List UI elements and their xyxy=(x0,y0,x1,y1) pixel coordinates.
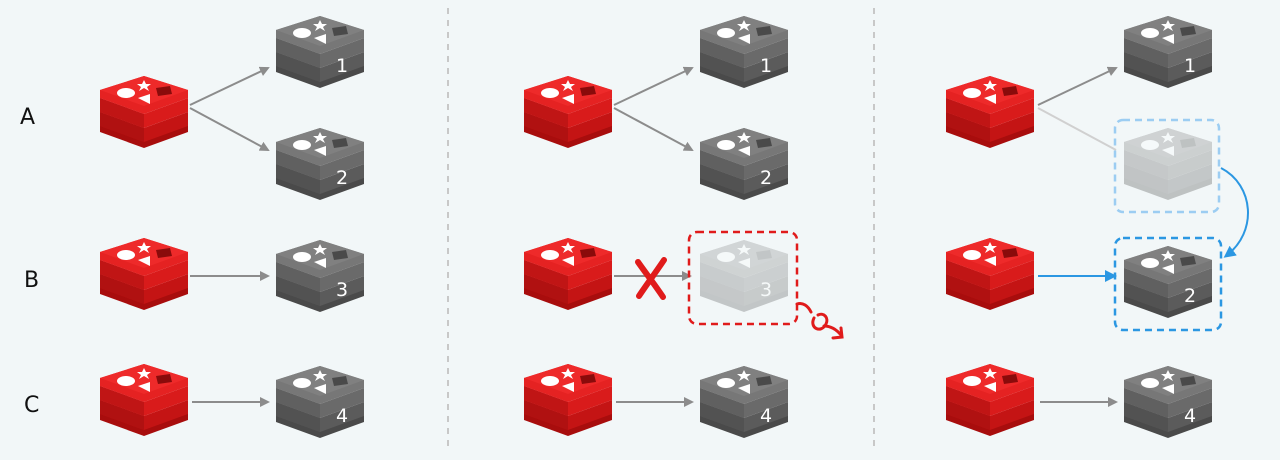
row-label-a: A xyxy=(20,105,35,130)
panel-normal: 1 2 3 4 xyxy=(100,16,364,438)
replica-number: 2 xyxy=(336,167,348,189)
panel-failure: 1 2 3 4 xyxy=(524,16,844,438)
red-down-arrow-icon xyxy=(795,302,844,340)
master-node xyxy=(100,364,188,436)
replica-number: 1 xyxy=(760,55,772,77)
replica-number: 4 xyxy=(336,405,348,427)
replication-arrow xyxy=(189,66,270,106)
replication-arrow xyxy=(1037,66,1118,106)
red-cross-icon xyxy=(635,257,667,300)
replica-number: 1 xyxy=(1184,55,1196,77)
master-node xyxy=(100,238,188,310)
master-node xyxy=(946,364,1034,436)
replica-number: 2 xyxy=(760,167,772,189)
replica-node: 3 xyxy=(276,240,364,312)
replica-number: 4 xyxy=(760,405,772,427)
replication-arrow xyxy=(189,107,270,151)
master-node xyxy=(946,76,1034,148)
replica-number: 1 xyxy=(336,55,348,77)
replica-node: 4 xyxy=(700,366,788,438)
replica-node: 2 xyxy=(276,128,364,200)
master-node xyxy=(524,238,612,310)
replication-arrow xyxy=(613,107,694,151)
migration-arrow xyxy=(1220,167,1249,258)
replica-node: 4 xyxy=(1124,366,1212,438)
replica-node: 1 xyxy=(276,16,364,88)
replica-node: 1 xyxy=(700,16,788,88)
replica-node: 1 xyxy=(1124,16,1212,88)
moving-node-highlight xyxy=(1113,118,1221,214)
master-node xyxy=(524,76,612,148)
replication-arrow xyxy=(613,66,694,106)
replica-number: 2 xyxy=(1184,285,1196,307)
replica-number: 4 xyxy=(1184,405,1196,427)
panel-failover: 1 2 4 xyxy=(946,16,1249,438)
replica-number: 3 xyxy=(336,279,348,301)
replica-node: 2 xyxy=(1124,246,1212,318)
replica-node-moving xyxy=(1124,128,1212,200)
replica-number: 3 xyxy=(760,279,772,301)
replica-node: 2 xyxy=(700,128,788,200)
replica-node-failed: 3 xyxy=(700,240,788,312)
replica-node: 4 xyxy=(276,366,364,438)
row-label-c: C xyxy=(24,393,39,418)
master-node xyxy=(946,238,1034,310)
replication-arrow-faded xyxy=(1037,107,1117,151)
master-node xyxy=(524,364,612,436)
master-node xyxy=(100,76,188,148)
row-label-b: B xyxy=(24,268,39,293)
